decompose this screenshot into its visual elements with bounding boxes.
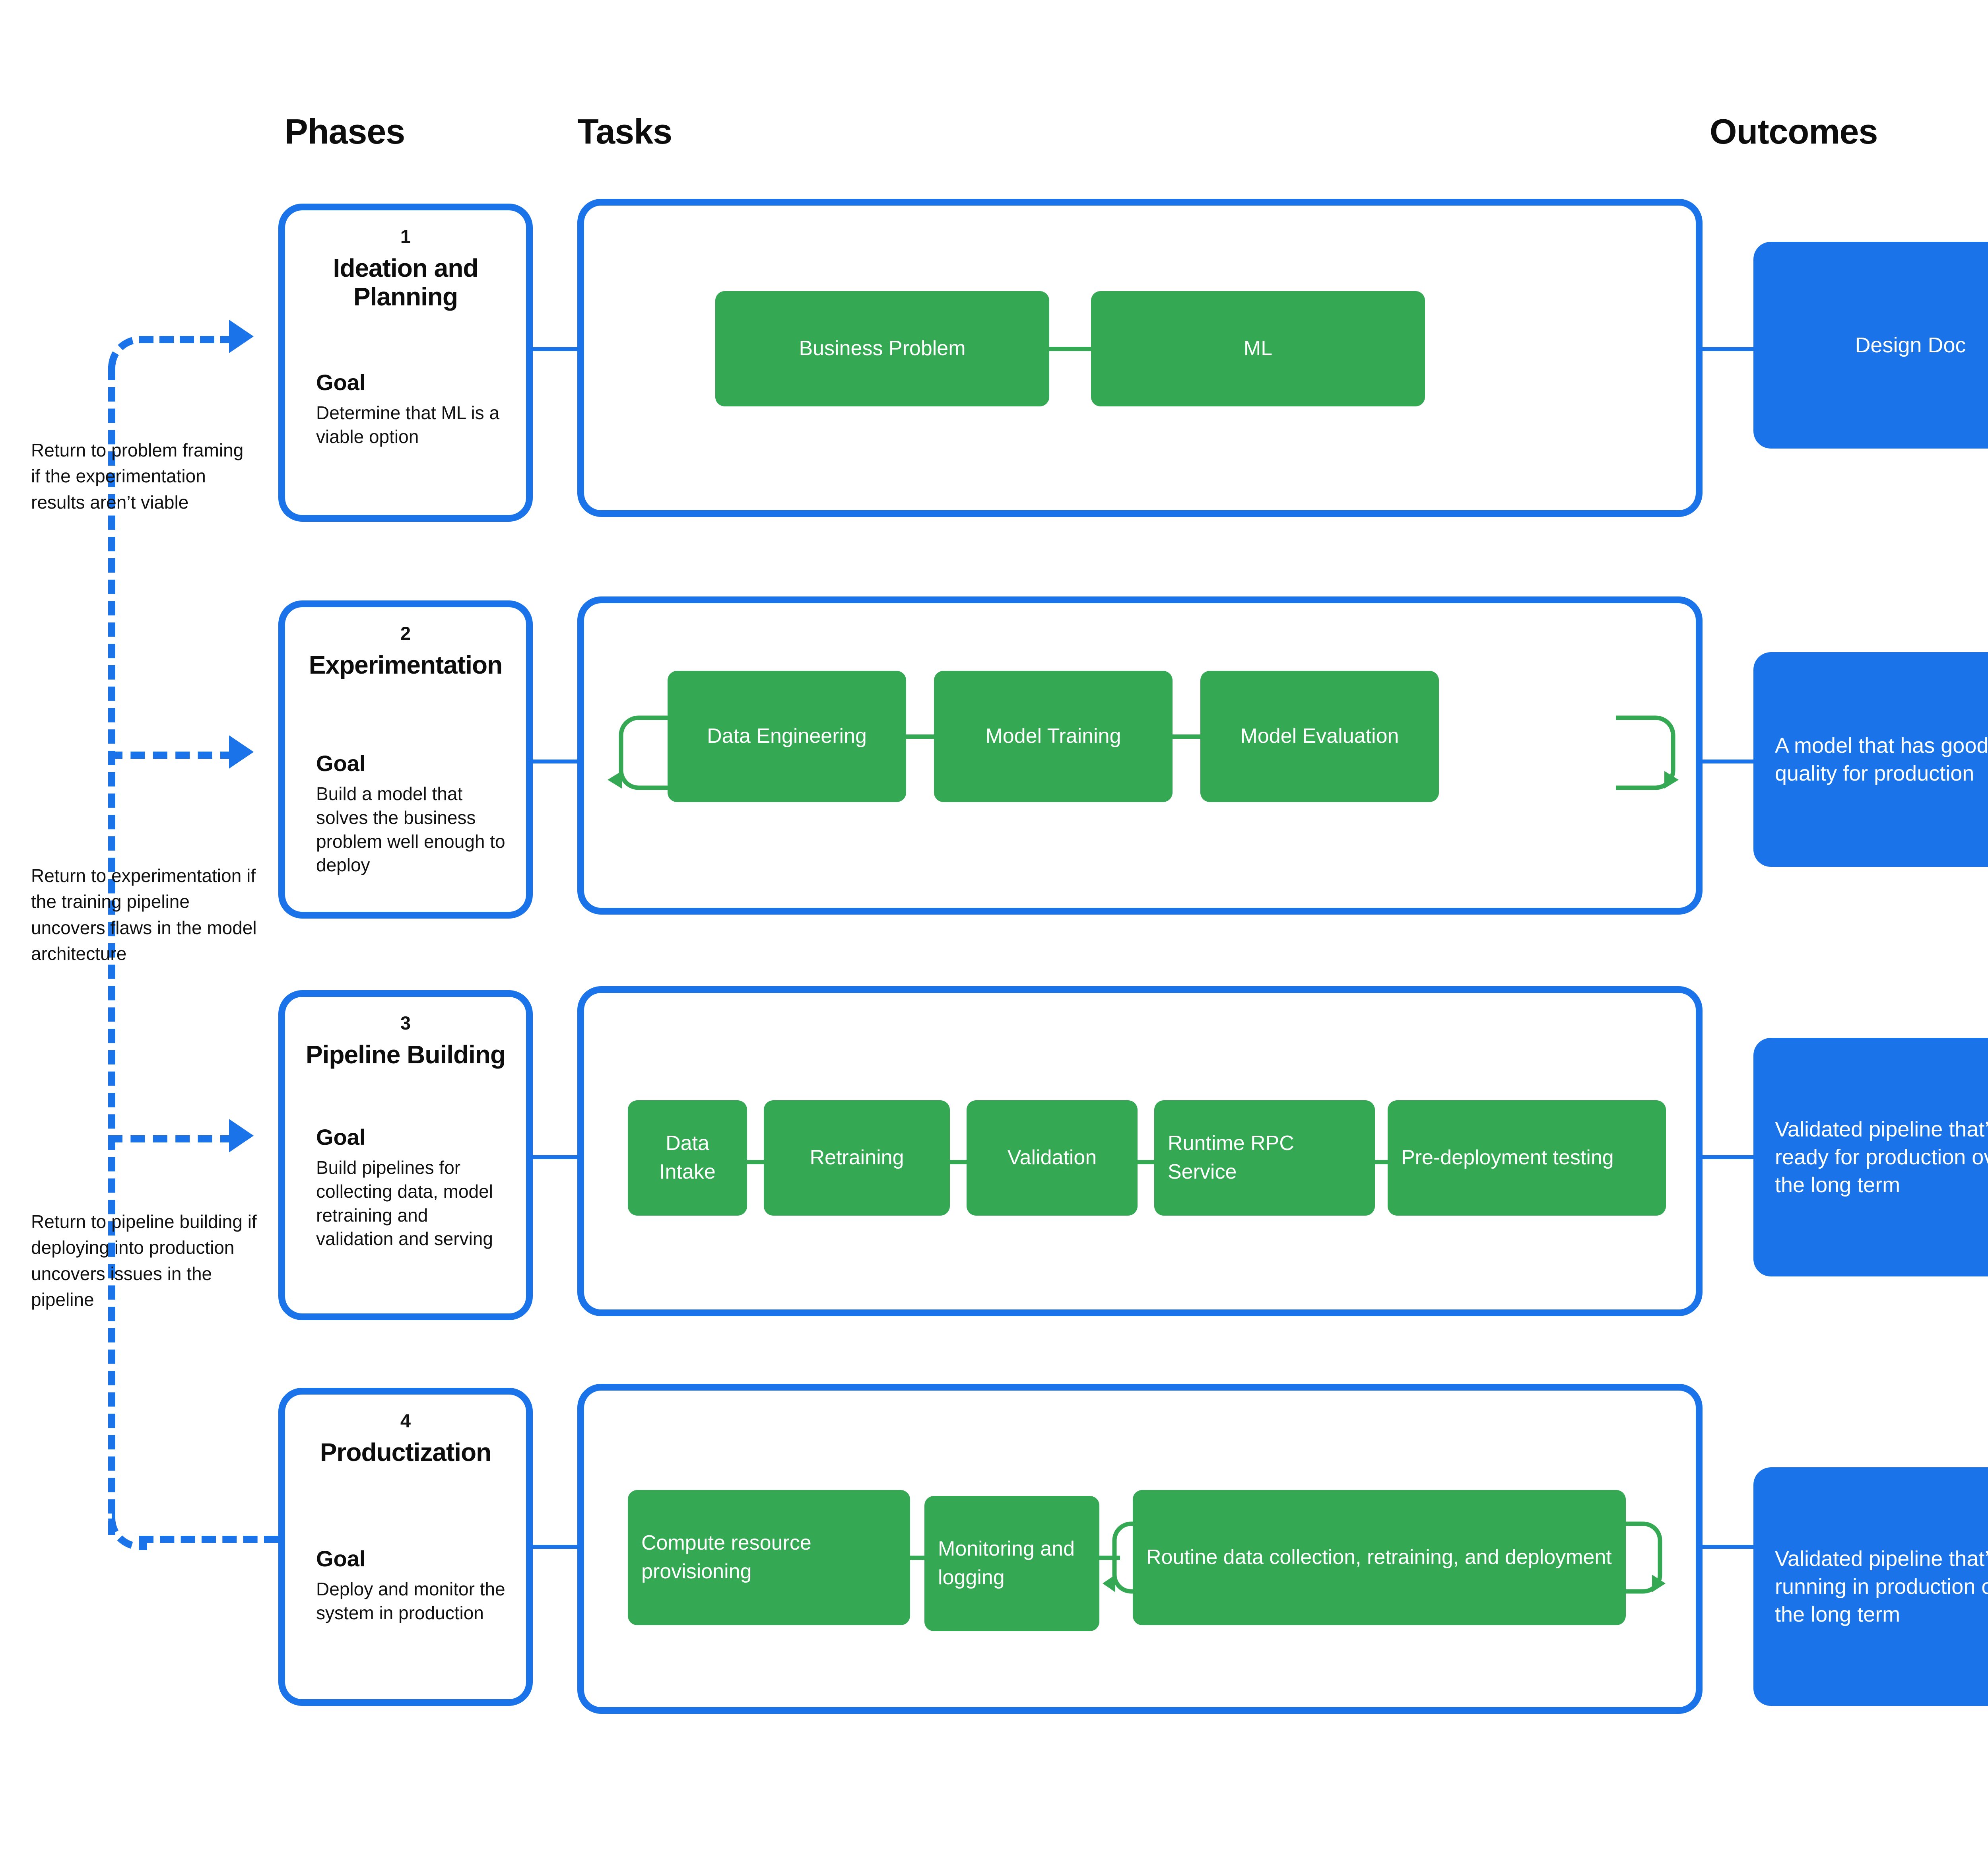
column-header-phases: Phases	[285, 112, 405, 151]
feedback-line-to-phase3	[108, 1135, 235, 1142]
feedback-arrow-phase2	[229, 735, 254, 769]
column-header-tasks: Tasks	[577, 112, 672, 151]
task-connector-3c	[1138, 1160, 1154, 1164]
loop-arc-left-productization	[1103, 1521, 1162, 1594]
phase-number-1: 1	[400, 226, 411, 247]
tasks-card-3: Data Intake Retraining Validation Runtim…	[577, 986, 1703, 1316]
goal-text-3: Build pipelines for collecting data, mod…	[316, 1157, 493, 1249]
tasks-card-1: Business Problem ML	[577, 199, 1703, 517]
tasks-card-2: Data Engineering Model Training Model Ev…	[577, 596, 1703, 915]
connector-tasks4-outcome4	[1703, 1545, 1754, 1549]
task-box-compute-resource-provisioning[interactable]: Compute resource provisioning	[628, 1490, 910, 1625]
task-box-validation[interactable]: Validation	[967, 1100, 1138, 1216]
outcome-box-4[interactable]: Validated pipeline that’s running in pro…	[1753, 1467, 1988, 1706]
task-connector-2a	[906, 734, 934, 739]
task-box-data-intake[interactable]: Data Intake	[628, 1100, 747, 1216]
connector-tasks2-outcome2	[1703, 760, 1754, 763]
feedback-line-to-phase4	[139, 1536, 278, 1543]
connector-tasks3-outcome3	[1703, 1155, 1754, 1159]
task-box-business-problem[interactable]: Business Problem	[715, 291, 1049, 406]
task-box-runtime-rpc-service[interactable]: Runtime RPC Service	[1154, 1100, 1375, 1216]
task-box-pre-deployment-testing[interactable]: Pre-deployment testing	[1388, 1100, 1666, 1216]
column-header-outcomes: Outcomes	[1710, 112, 1878, 151]
feedback-note-experimentation-pipeline: Return to experimentation if the trainin…	[31, 865, 257, 964]
phase-card-3[interactable]: 3 Pipeline Building Goal Build pipelines…	[278, 990, 533, 1320]
task-connector-2b	[1173, 734, 1200, 739]
task-connector-3a	[747, 1160, 764, 1164]
connector-phase1-tasks1	[533, 347, 580, 351]
task-box-routine-data-collection[interactable]: Routine data collection, retraining, and…	[1133, 1490, 1626, 1625]
feedback-arrow-phase1	[229, 320, 254, 353]
tasks-card-4: Compute resource provisioning Monitoring…	[577, 1384, 1703, 1714]
task-box-model-training[interactable]: Model Training	[934, 671, 1173, 802]
feedback-note-problem-framing: Return to problem framing if the experim…	[31, 440, 244, 513]
goal-text-1: Determine that ML is a viable option	[316, 402, 500, 447]
goal-label-1: Goal	[316, 370, 366, 395]
task-connector-3b	[950, 1160, 967, 1164]
goal-text-2: Build a model that solves the business p…	[316, 783, 505, 876]
goal-label-4: Goal	[316, 1546, 366, 1571]
phase-title-3: Pipeline Building	[305, 1040, 506, 1069]
feedback-spine-vertical	[108, 366, 115, 1535]
task-box-retraining[interactable]: Retraining	[764, 1100, 950, 1216]
connector-phase3-tasks3	[533, 1155, 580, 1159]
connector-phase2-tasks2	[533, 760, 580, 763]
loop-arc-left-experimentation	[608, 715, 674, 790]
phase-title-2: Experimentation	[309, 651, 503, 679]
feedback-line-to-phase2	[108, 752, 235, 759]
phase-number-2: 2	[400, 623, 411, 644]
task-box-model-evaluation[interactable]: Model Evaluation	[1200, 671, 1439, 802]
outcome-box-1[interactable]: Design Doc	[1753, 242, 1988, 449]
task-connector-3d	[1375, 1160, 1388, 1164]
task-box-ml[interactable]: ML	[1091, 291, 1425, 406]
goal-text-4: Deploy and monitor the system in product…	[316, 1579, 505, 1623]
phase-number-3: 3	[400, 1012, 411, 1033]
task-connector-1	[1049, 347, 1091, 351]
phase-card-4[interactable]: 4 Productization Goal Deploy and monitor…	[278, 1388, 533, 1706]
outcome-box-3[interactable]: Validated pipeline that’s ready for prod…	[1753, 1038, 1988, 1276]
loop-arc-right-experimentation	[1616, 715, 1679, 790]
feedback-line-to-phase1	[139, 336, 235, 343]
phase-card-1[interactable]: 1 Ideation and Planning Goal Determine t…	[278, 204, 533, 522]
task-box-data-engineering[interactable]: Data Engineering	[668, 671, 906, 802]
phase-title-1: Ideation and Planning	[333, 254, 479, 311]
phase-number-4: 4	[400, 1410, 411, 1431]
feedback-note-pipeline-building: Return to pipeline building if deploying…	[31, 1211, 257, 1310]
feedback-arrow-phase3	[229, 1119, 254, 1152]
goal-label-3: Goal	[316, 1125, 366, 1150]
task-connector-4a	[910, 1556, 924, 1560]
connector-phase4-tasks4	[533, 1545, 580, 1549]
feedback-corner-bottom	[108, 1511, 147, 1550]
connector-tasks1-outcome1	[1703, 347, 1754, 351]
phase-card-2[interactable]: 2 Experimentation Goal Build a model tha…	[278, 600, 533, 919]
phase-title-4: Productization	[320, 1438, 491, 1467]
goal-label-2: Goal	[316, 751, 366, 776]
outcome-box-2[interactable]: A model that has good quality for produc…	[1753, 652, 1988, 867]
task-connector-4b	[1099, 1556, 1120, 1560]
loop-arc-right-productization	[1610, 1521, 1666, 1594]
task-box-monitoring-and-logging[interactable]: Monitoring and logging	[924, 1496, 1099, 1631]
